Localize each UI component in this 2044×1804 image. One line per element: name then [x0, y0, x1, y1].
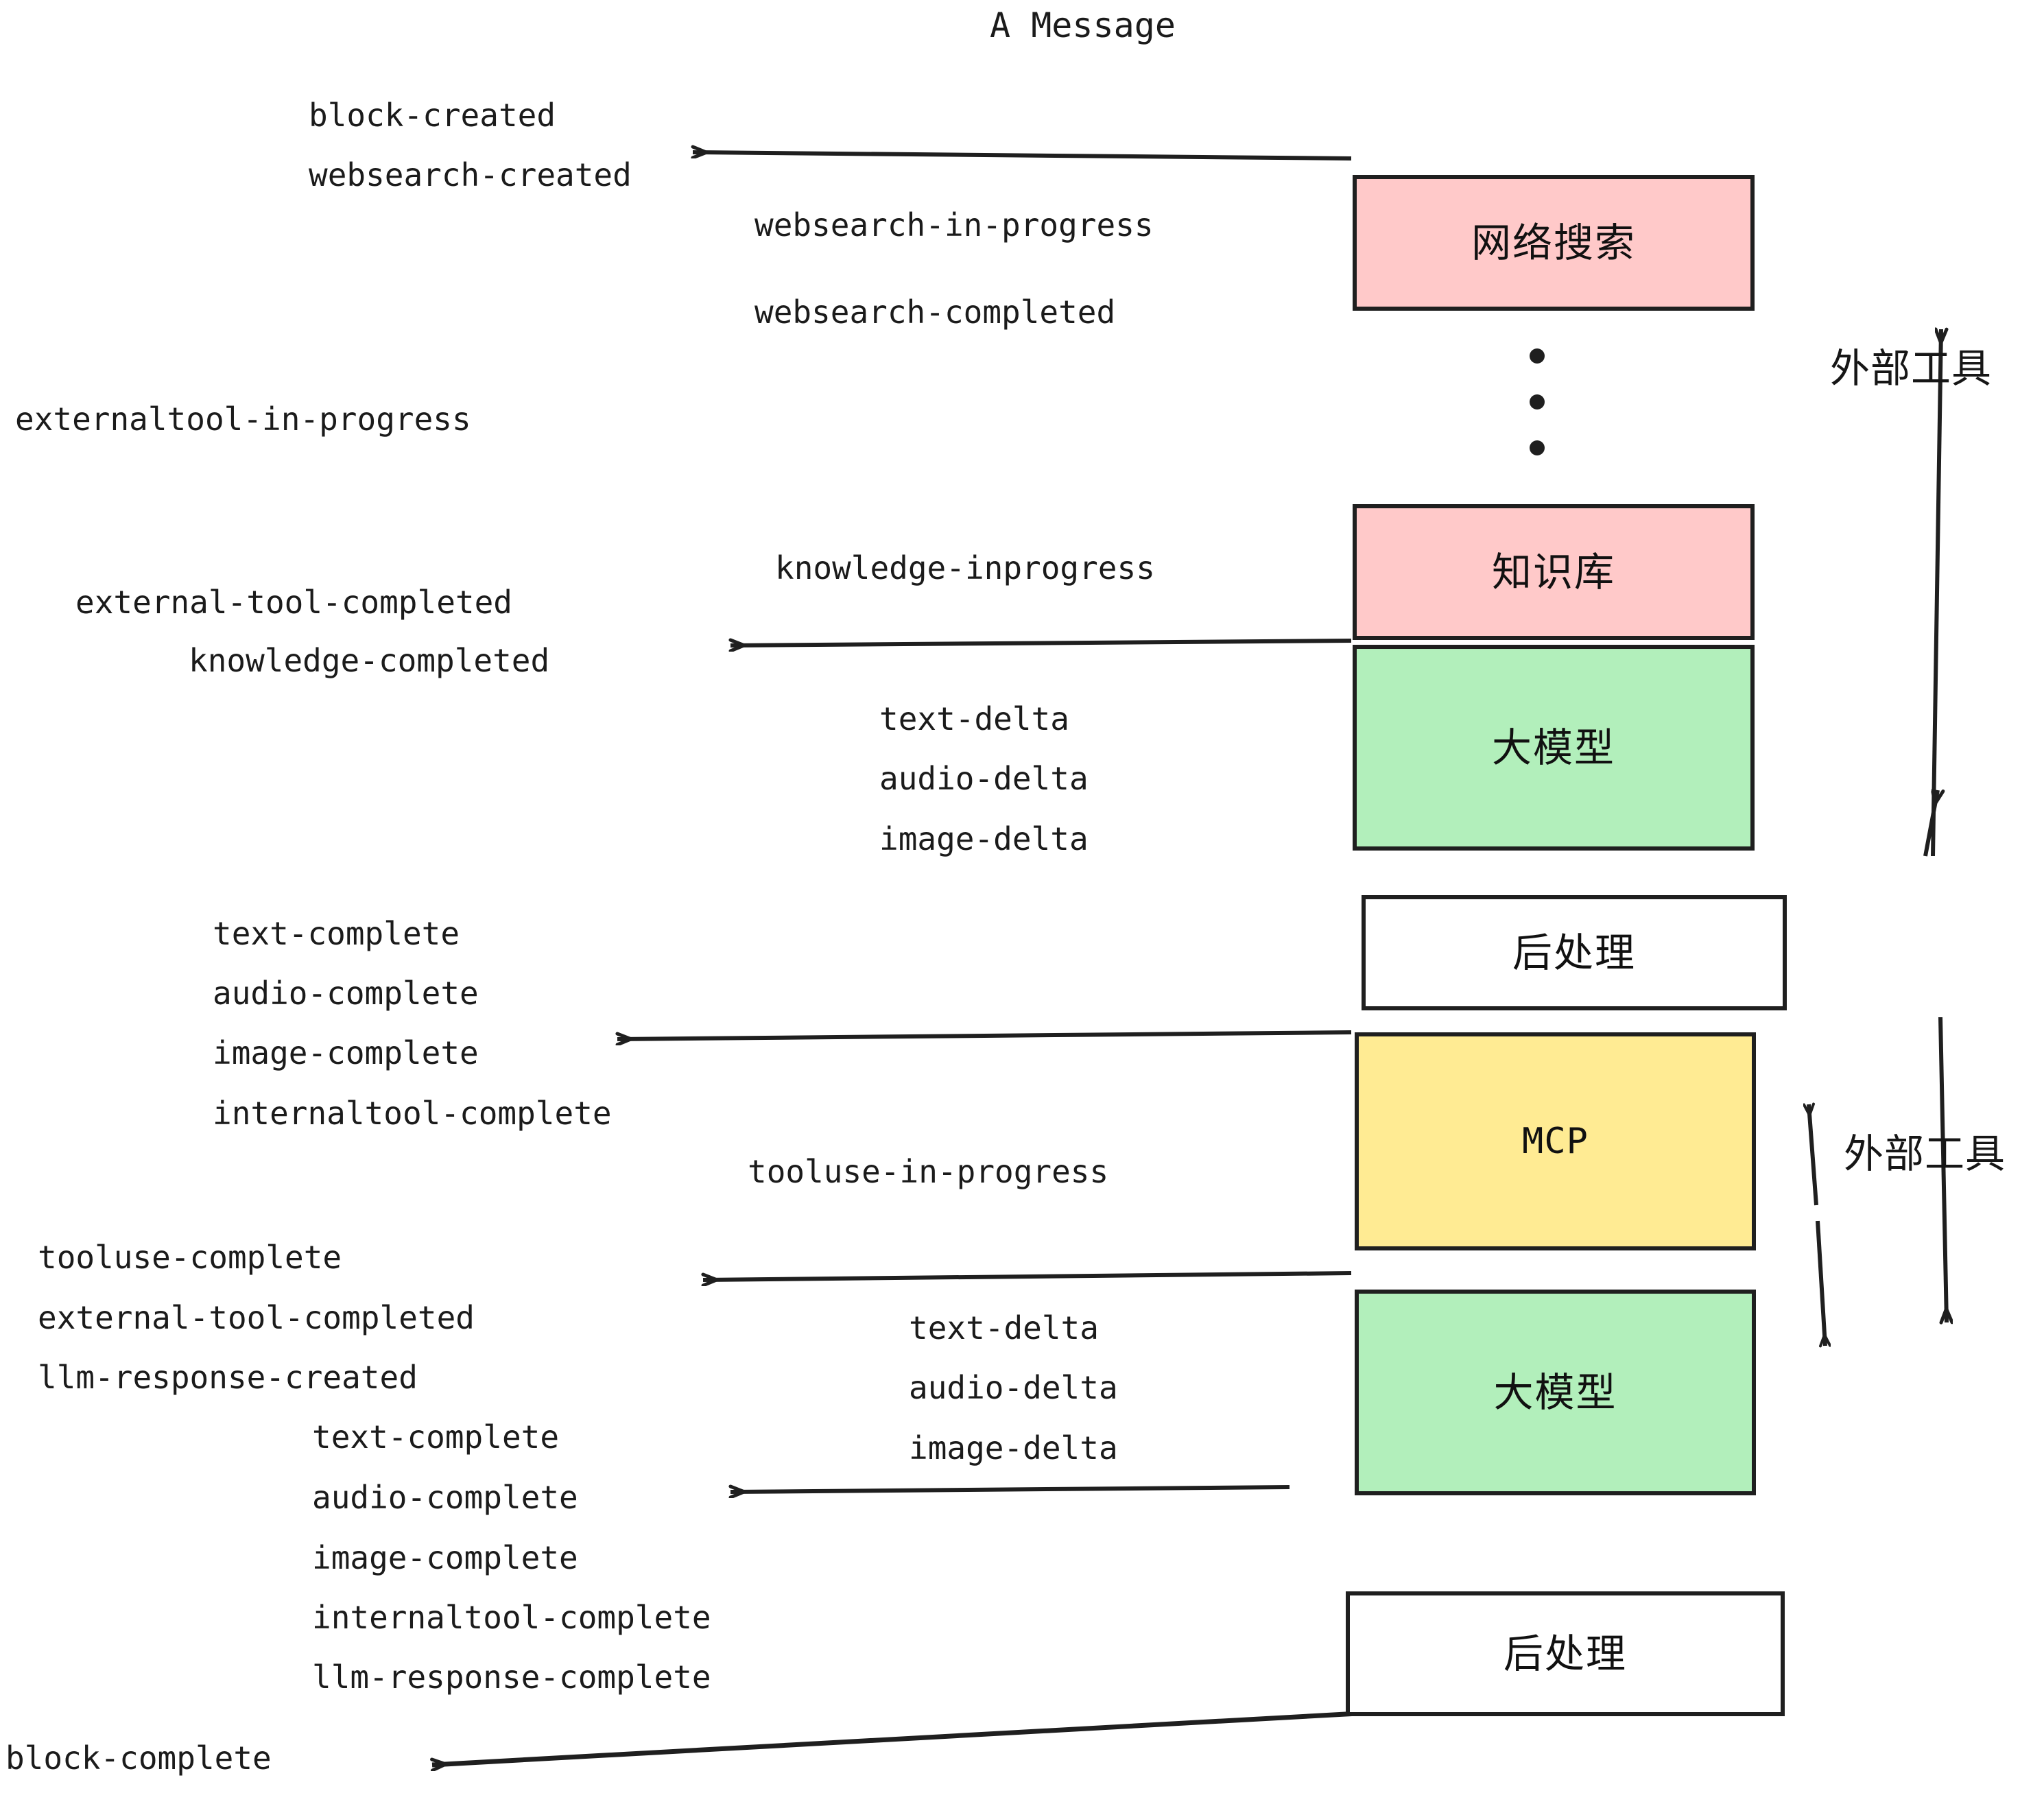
node-websearch[interactable]: 网络搜索 [1353, 175, 1755, 311]
event-block-complete: block-complete [5, 1740, 272, 1777]
node-llm-bottom-label: 大模型 [1493, 1369, 1617, 1416]
event-text-delta-1: text-delta [879, 700, 1069, 737]
node-mcp[interactable]: MCP [1355, 1032, 1756, 1250]
label-external-tools-top: 外部工具 [1830, 345, 1993, 392]
event-text-delta-2: text-delta [909, 1309, 1099, 1346]
node-knowledge-label: 知识库 [1491, 549, 1615, 595]
event-audio-complete-2: audio-complete [312, 1479, 578, 1516]
event-audio-delta-1: audio-delta [879, 760, 1089, 797]
node-llm-top-label: 大模型 [1491, 724, 1615, 771]
node-mcp-label: MCP [1522, 1121, 1589, 1162]
ellipsis-dot-3 [1530, 440, 1545, 455]
external-tools-bottom-down-arrow [1816, 1220, 1825, 1346]
event-external-tool-completed-2: external-tool-completed [38, 1299, 475, 1336]
event-text-complete-1: text-complete [213, 915, 460, 952]
node-llm-bottom[interactable]: 大模型 [1355, 1290, 1756, 1495]
event-audio-delta-2: audio-delta [909, 1369, 1118, 1406]
external-tools-bottom-up-arrow [1809, 1104, 1818, 1206]
label-external-tools-bottom: 外部工具 [1844, 1130, 2006, 1177]
node-llm-top[interactable]: 大模型 [1353, 645, 1755, 851]
external-tools-top-up-shaft [1931, 329, 1941, 857]
event-image-delta-2: image-delta [909, 1429, 1118, 1467]
node-websearch-label: 网络搜索 [1471, 219, 1636, 266]
event-tooluse-in-progress: tooluse-in-progress [748, 1153, 1109, 1190]
external-tools-top-up-arrow [1923, 790, 1938, 857]
event-block-created: block-created [309, 97, 556, 134]
arrow-websearch-to-block-created [693, 152, 1352, 161]
event-knowledge-inprogress: knowledge-inprogress [775, 549, 1155, 586]
node-postprocess-bottom-label: 后处理 [1503, 1630, 1627, 1677]
event-text-complete-2: text-complete [312, 1419, 560, 1456]
event-image-complete-2: image-complete [312, 1539, 578, 1576]
arrow-mcp-to-tooluse-complete [703, 1271, 1352, 1280]
event-internaltool-complete-1: internaltool-complete [213, 1095, 612, 1132]
node-knowledge[interactable]: 知识库 [1353, 504, 1755, 640]
event-websearch-completed: websearch-completed [754, 294, 1116, 331]
event-llm-response-created: llm-response-created [38, 1359, 418, 1396]
event-websearch-in-progress: websearch-in-progress [754, 206, 1154, 244]
node-postprocess-bottom[interactable]: 后处理 [1346, 1591, 1785, 1716]
node-postprocess-top[interactable]: 后处理 [1362, 895, 1787, 1010]
ellipsis-dot-1 [1530, 348, 1545, 364]
node-postprocess-top-label: 后处理 [1512, 929, 1636, 976]
arrow-postprocess-to-block-complete [432, 1711, 1359, 1765]
event-image-delta-1: image-delta [879, 820, 1089, 857]
event-audio-complete-1: audio-complete [213, 975, 479, 1012]
event-externaltool-in-progress: externaltool-in-progress [15, 401, 471, 438]
event-knowledge-completed: knowledge-completed [189, 642, 550, 679]
arrow-llm-bottom-to-audio-complete [730, 1487, 1290, 1492]
page-title: A Message [990, 5, 1176, 45]
event-internaltool-complete-2: internaltool-complete [312, 1599, 711, 1636]
event-websearch-created: websearch-created [309, 156, 632, 193]
ellipsis-dot-2 [1530, 394, 1545, 410]
event-tooluse-complete: tooluse-complete [38, 1239, 342, 1276]
event-external-tool-completed-1: external-tool-completed [75, 584, 512, 621]
arrow-knowledge-to-completed [730, 641, 1352, 645]
event-llm-response-complete: llm-response-complete [312, 1659, 711, 1696]
event-image-complete-1: image-complete [213, 1034, 479, 1071]
arrow-llm-top-to-image-complete [617, 1030, 1352, 1039]
